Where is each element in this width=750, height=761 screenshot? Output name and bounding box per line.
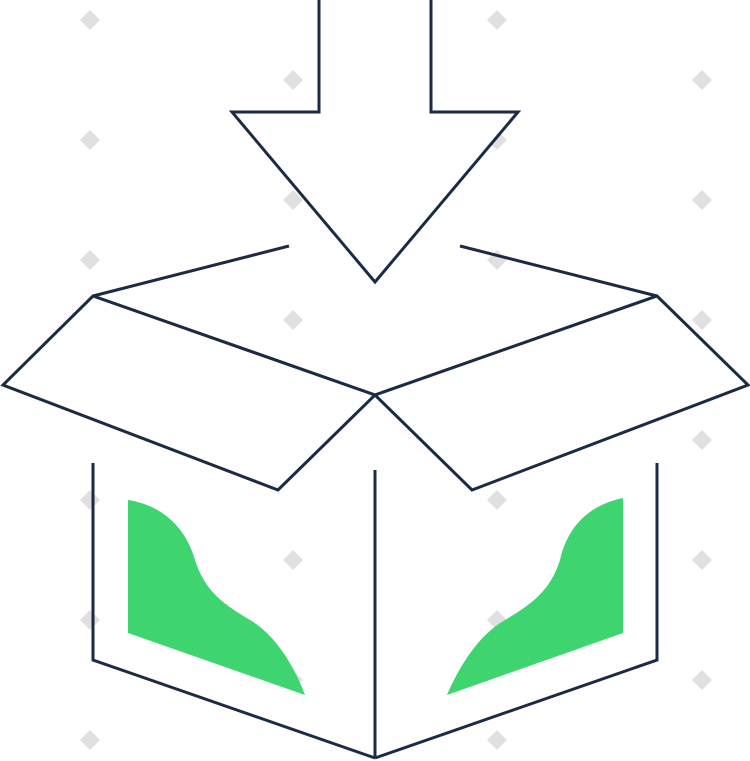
watermark-diamond [692,190,712,210]
watermark-diamond [283,70,303,90]
watermark-diamond [692,310,712,330]
watermark-diamond [692,550,712,570]
box-right-accent [447,498,623,695]
open-box-icon [0,244,750,760]
watermark-diamond [80,490,100,510]
box-right-side [374,463,659,760]
watermark-diamond [692,430,712,450]
watermark-diamond [487,730,507,750]
watermark-diamond [283,190,303,210]
watermark-diamond [487,490,507,510]
down-arrow-icon [228,0,522,285]
box-front-right-flap [372,294,750,492]
box-left-accent [128,500,305,695]
watermark-diamond [80,730,100,750]
box-left-side [91,463,376,760]
watermark-diamond [692,670,712,690]
watermark-diamond [283,310,303,330]
watermark-diamond [80,250,100,270]
watermark-diamond [80,130,100,150]
watermark-diamond [80,610,100,630]
watermark-diamond [692,70,712,90]
watermark-diamond [487,10,507,30]
box-back-right-flap [459,244,658,298]
box-back-left-flap [92,244,290,298]
watermark-diamond [80,10,100,30]
watermark-diamond [283,550,303,570]
box-front-left-flap [0,294,378,492]
